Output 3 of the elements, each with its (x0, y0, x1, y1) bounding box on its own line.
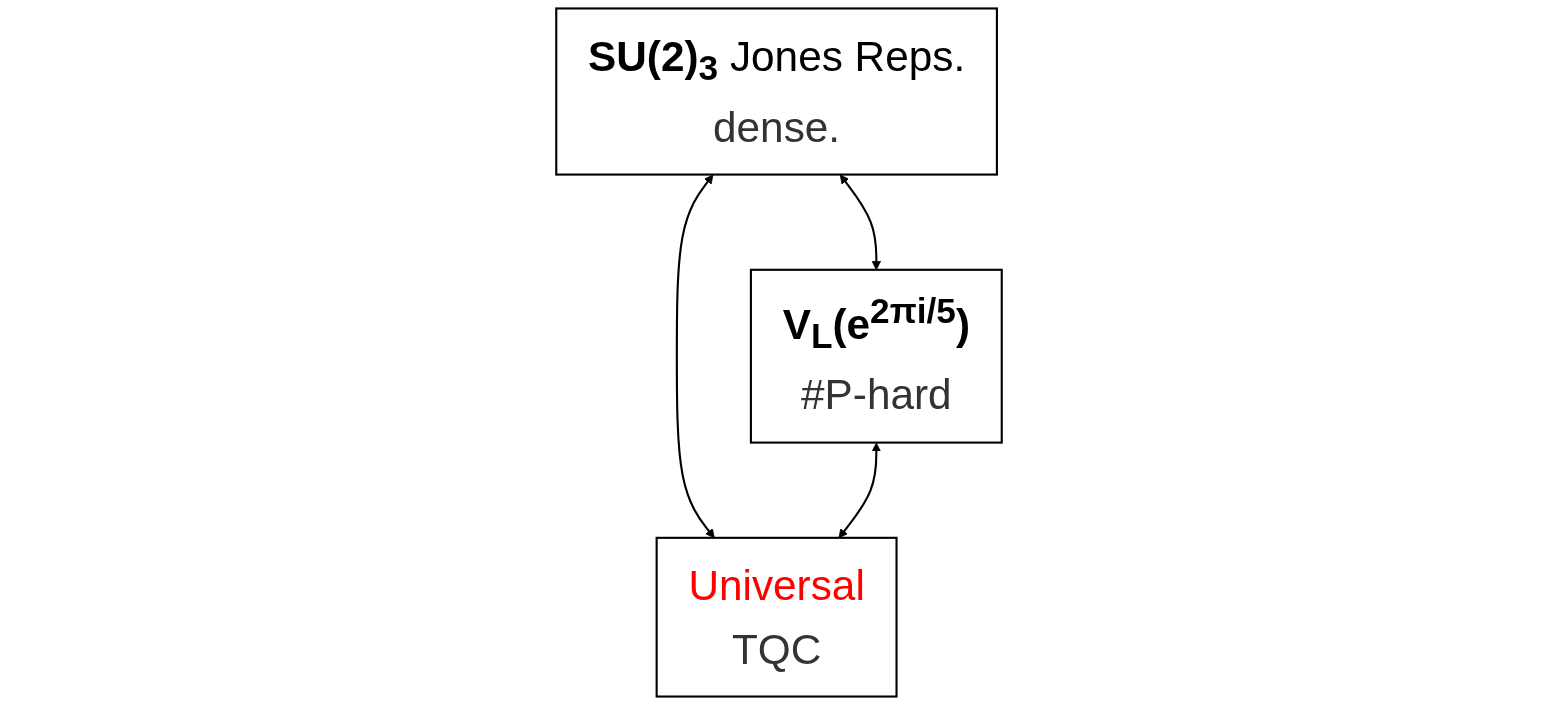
node-box: Universal TQC (655, 536, 898, 698)
node-box: V$_{L}$(e$^{2πi/5}$) #P-hard (749, 268, 1003, 444)
node-box: SU(2)$_{3}$ Jones Reps. dense. (555, 7, 998, 176)
